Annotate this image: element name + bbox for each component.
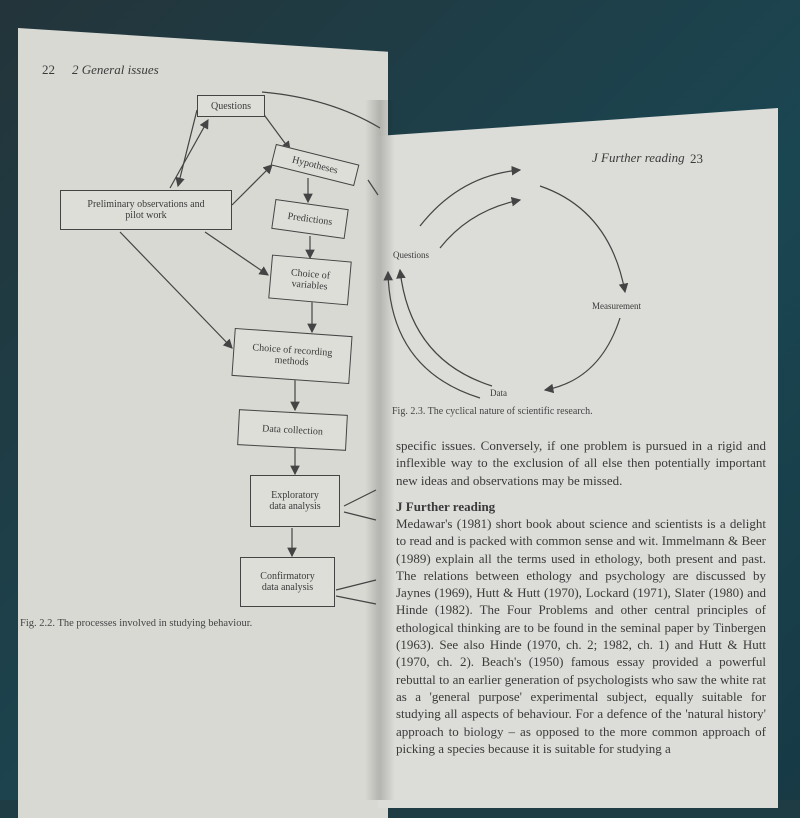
flowchart-arrows: [119, 91, 381, 605]
right-running-header: J Further reading: [592, 150, 685, 165]
flow-node-questions: Questions: [197, 95, 265, 117]
paragraph-text: specific issues. Conversely, if one prob…: [396, 438, 766, 488]
right-page: [378, 108, 778, 808]
cycle-label-data: Data: [490, 388, 507, 398]
cycle-diagram: [383, 165, 629, 399]
section-heading: J Further reading: [396, 499, 496, 514]
left-running-header: 2 General issues: [72, 62, 159, 77]
right-figure-caption: Fig. 2.3. The cyclical nature of scienti…: [392, 406, 593, 417]
flow-node-exploratory: Exploratory data analysis: [250, 475, 340, 527]
flow-node-confirmatory: Confirmatory data analysis: [240, 557, 335, 607]
cycle-label-questions: Questions: [393, 250, 429, 260]
cycle-label-measurement: Measurement: [592, 301, 641, 311]
paragraph-text: Medawar's (1981) short book about scienc…: [396, 516, 766, 756]
right-page-number: 23: [690, 151, 703, 166]
book-gutter: [365, 100, 395, 800]
body-paragraph-2: Medawar's (1981) short book about scienc…: [396, 515, 766, 757]
left-page-number: 22: [42, 62, 55, 77]
left-figure-caption: Fig. 2.2. The processes involved in stud…: [20, 618, 253, 629]
flow-node-preliminary: Preliminary observations and pilot work: [60, 190, 232, 230]
body-paragraph-1: specific issues. Conversely, if one prob…: [396, 437, 766, 489]
